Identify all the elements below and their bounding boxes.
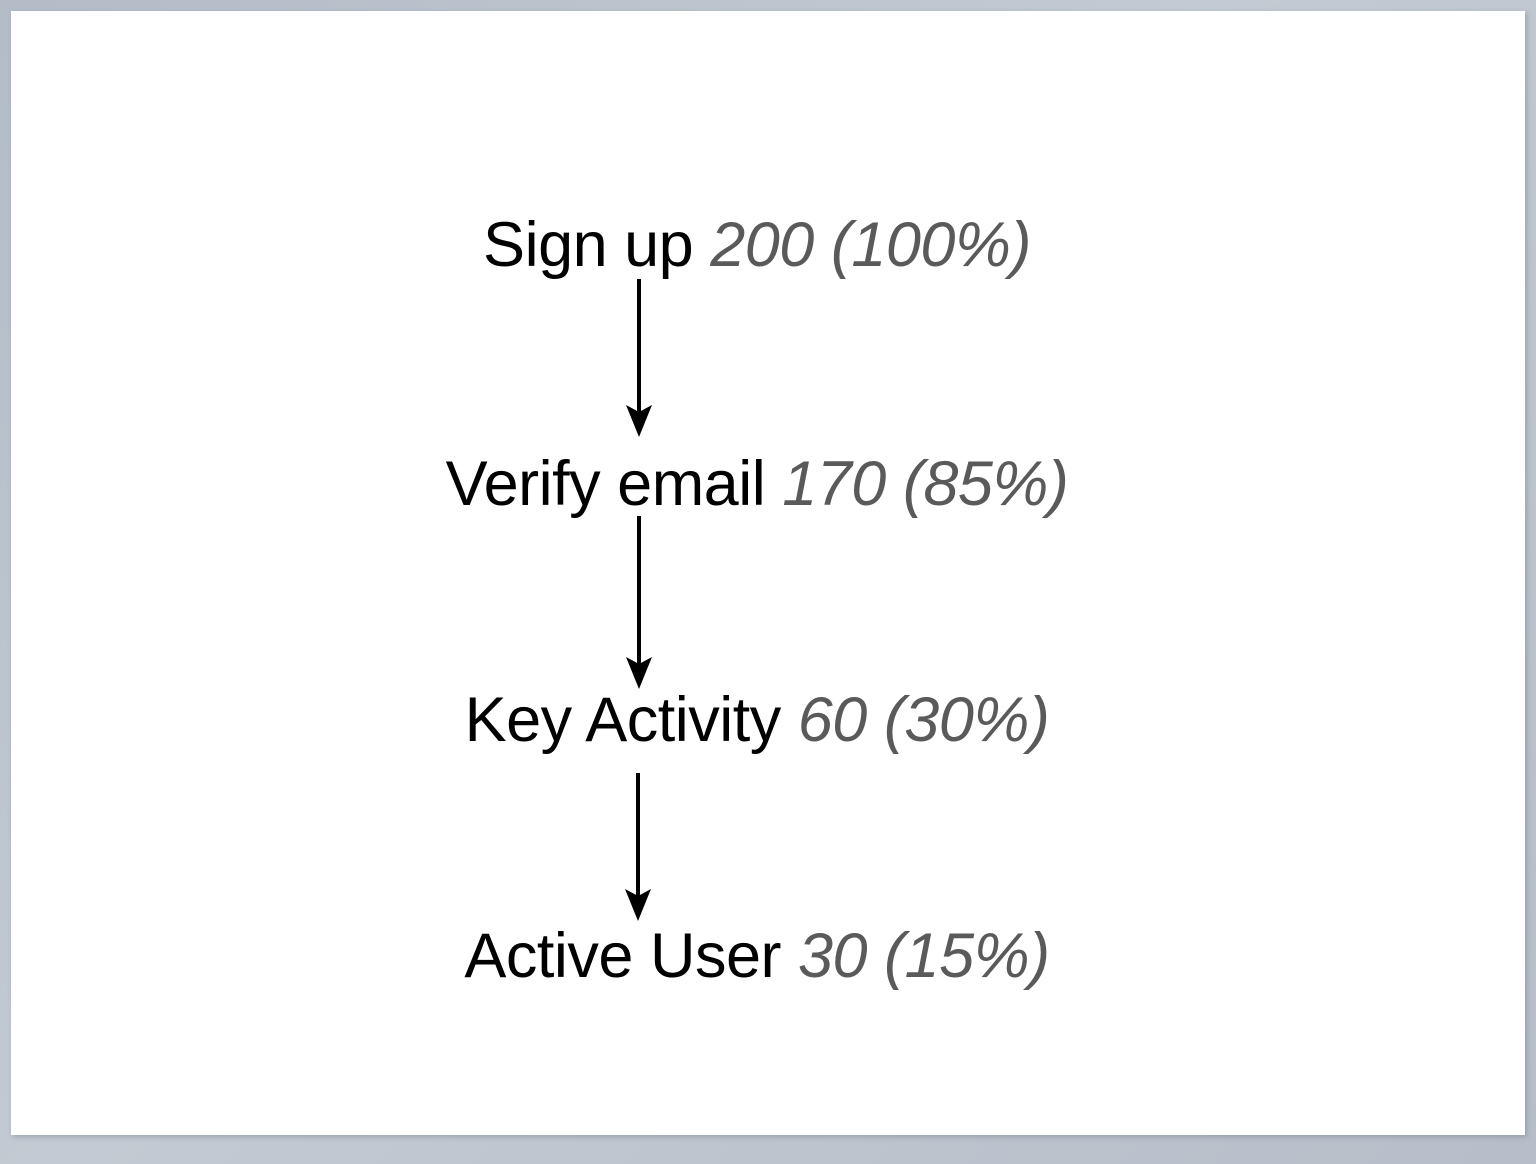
funnel-stage-metric: 30 (15%) bbox=[780, 921, 1050, 991]
flow-arrow-icon bbox=[619, 516, 659, 691]
funnel-stage-label: Active User bbox=[464, 921, 781, 991]
funnel-diagram: Sign up 200 (100%) Verify email 170 (85%… bbox=[11, 11, 1525, 1135]
funnel-stage-metric: 60 (30%) bbox=[780, 685, 1050, 755]
funnel-stage-metric: 200 (100%) bbox=[693, 210, 1031, 280]
funnel-stage-key-activity: Key Activity 60 (30%) bbox=[11, 689, 1525, 752]
funnel-stage-active-user: Active User 30 (15%) bbox=[11, 925, 1525, 988]
funnel-stage-sign-up: Sign up 200 (100%) bbox=[11, 214, 1525, 277]
funnel-stage-metric: 170 (85%) bbox=[765, 449, 1069, 519]
flow-arrow-icon bbox=[618, 773, 658, 923]
funnel-stage-verify-email: Verify email 170 (85%) bbox=[11, 453, 1525, 516]
slide-canvas: Sign up 200 (100%) Verify email 170 (85%… bbox=[11, 11, 1525, 1135]
funnel-stage-label: Key Activity bbox=[464, 685, 782, 755]
flow-arrow-icon bbox=[619, 279, 659, 439]
funnel-stage-label: Sign up bbox=[483, 210, 694, 280]
funnel-stage-label: Verify email bbox=[445, 449, 766, 519]
